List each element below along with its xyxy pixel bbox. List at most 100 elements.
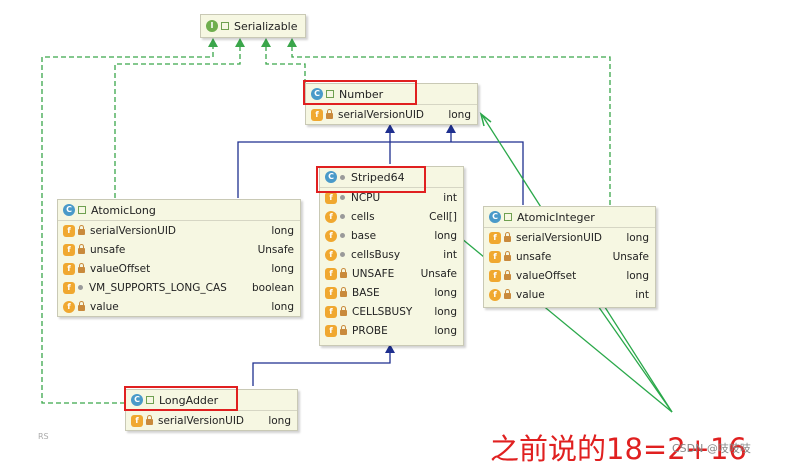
field-type: long <box>434 286 457 299</box>
striped64-to-longadder-line <box>252 350 391 386</box>
static-field-icon: f <box>63 281 75 294</box>
striped64-highlight-box <box>316 166 426 193</box>
private-lock-icon <box>340 286 347 297</box>
field-row[interactable]: f UNSAFE Unsafe <box>320 264 463 283</box>
field-name: serialVersionUID <box>516 231 602 244</box>
static-field-icon: f <box>63 224 75 237</box>
field-name: base <box>351 229 377 242</box>
number-to-atomiclong-line <box>237 141 524 205</box>
package-visibility-icon <box>326 90 334 98</box>
field-row[interactable]: f serialVersionUID long <box>58 221 300 240</box>
inheritance-lines <box>237 130 524 386</box>
field-name: valueOffset <box>516 269 577 282</box>
interface-icon: I <box>206 20 218 32</box>
class-icon: C <box>325 171 337 183</box>
field-type: long <box>434 324 457 337</box>
private-lock-icon <box>78 243 85 254</box>
package-private-icon <box>340 252 345 257</box>
implementation-lines <box>41 44 611 404</box>
static-field-icon: f <box>489 231 501 244</box>
static-field-icon: f <box>325 267 337 280</box>
field-type: Unsafe <box>612 250 649 263</box>
package-visibility-icon <box>221 22 229 30</box>
private-lock-icon <box>326 108 333 119</box>
static-field-icon: f <box>311 108 323 121</box>
field-row[interactable]: f valueOffset long <box>484 266 655 285</box>
private-lock-icon <box>340 324 347 335</box>
annotation-arrowhead-number <box>479 112 492 127</box>
field-type: long <box>271 224 294 237</box>
field-name: value <box>90 300 119 313</box>
implementation-arrowheads <box>208 38 297 47</box>
corner-text: RS <box>38 432 49 441</box>
field-icon: f <box>63 300 75 313</box>
package-private-icon <box>340 214 345 219</box>
field-name: unsafe <box>90 243 126 256</box>
field-type: Cell[] <box>429 210 457 223</box>
private-lock-icon <box>78 300 85 311</box>
field-name: CELLSBUSY <box>352 305 413 318</box>
field-name: serialVersionUID <box>90 224 176 237</box>
class-name: AtomicInteger <box>517 210 595 224</box>
field-type: long <box>268 414 291 427</box>
package-private-icon <box>340 195 345 200</box>
field-row[interactable]: f BASE long <box>320 283 463 302</box>
package-private-icon <box>340 233 345 238</box>
field-icon: f <box>325 248 337 261</box>
longadder-highlight-box <box>124 386 238 411</box>
class-name: Striped64 <box>351 170 405 184</box>
class-name: AtomicLong <box>91 203 156 217</box>
private-lock-icon <box>340 305 347 316</box>
static-field-icon: f <box>131 414 143 427</box>
private-lock-icon <box>78 262 85 273</box>
static-field-icon: f <box>325 191 337 204</box>
field-type: long <box>626 269 649 282</box>
field-type: long <box>434 229 457 242</box>
number-arrowhead-left <box>385 124 395 133</box>
serializable-interface-box[interactable]: I Serializable <box>200 14 306 38</box>
static-field-icon: f <box>325 324 337 337</box>
watermark-text: CSDN @吱吱吱 <box>672 442 751 455</box>
private-lock-icon <box>504 288 511 299</box>
class-name: LongAdder <box>159 393 219 407</box>
field-name: serialVersionUID <box>158 414 244 427</box>
field-name: UNSAFE <box>352 267 395 280</box>
atomicinteger-implements-line <box>291 44 611 205</box>
atomiclong-implements-line <box>114 44 241 198</box>
annotation-text: 之前说的18=2+16 <box>490 432 747 466</box>
striped64-arrowhead <box>385 344 395 353</box>
field-row[interactable]: f serialVersionUID long <box>126 411 297 430</box>
static-field-icon: f <box>325 286 337 299</box>
field-name: BASE <box>352 286 380 299</box>
static-field-icon: f <box>325 305 337 318</box>
static-field-icon: f <box>63 262 75 275</box>
class-icon: C <box>489 211 501 223</box>
private-lock-icon <box>504 231 511 242</box>
field-type: Unsafe <box>420 267 457 280</box>
field-name: unsafe <box>516 250 552 263</box>
private-lock-icon <box>146 414 153 425</box>
number-arrowhead-right <box>446 124 456 133</box>
field-name: serialVersionUID <box>338 108 424 121</box>
inheritance-arrowheads <box>385 124 456 353</box>
static-field-icon: f <box>489 269 501 282</box>
class-icon: C <box>311 88 323 100</box>
atomicinteger-class-box[interactable]: C AtomicInteger f serialVersionUID long f un… <box>483 206 656 308</box>
